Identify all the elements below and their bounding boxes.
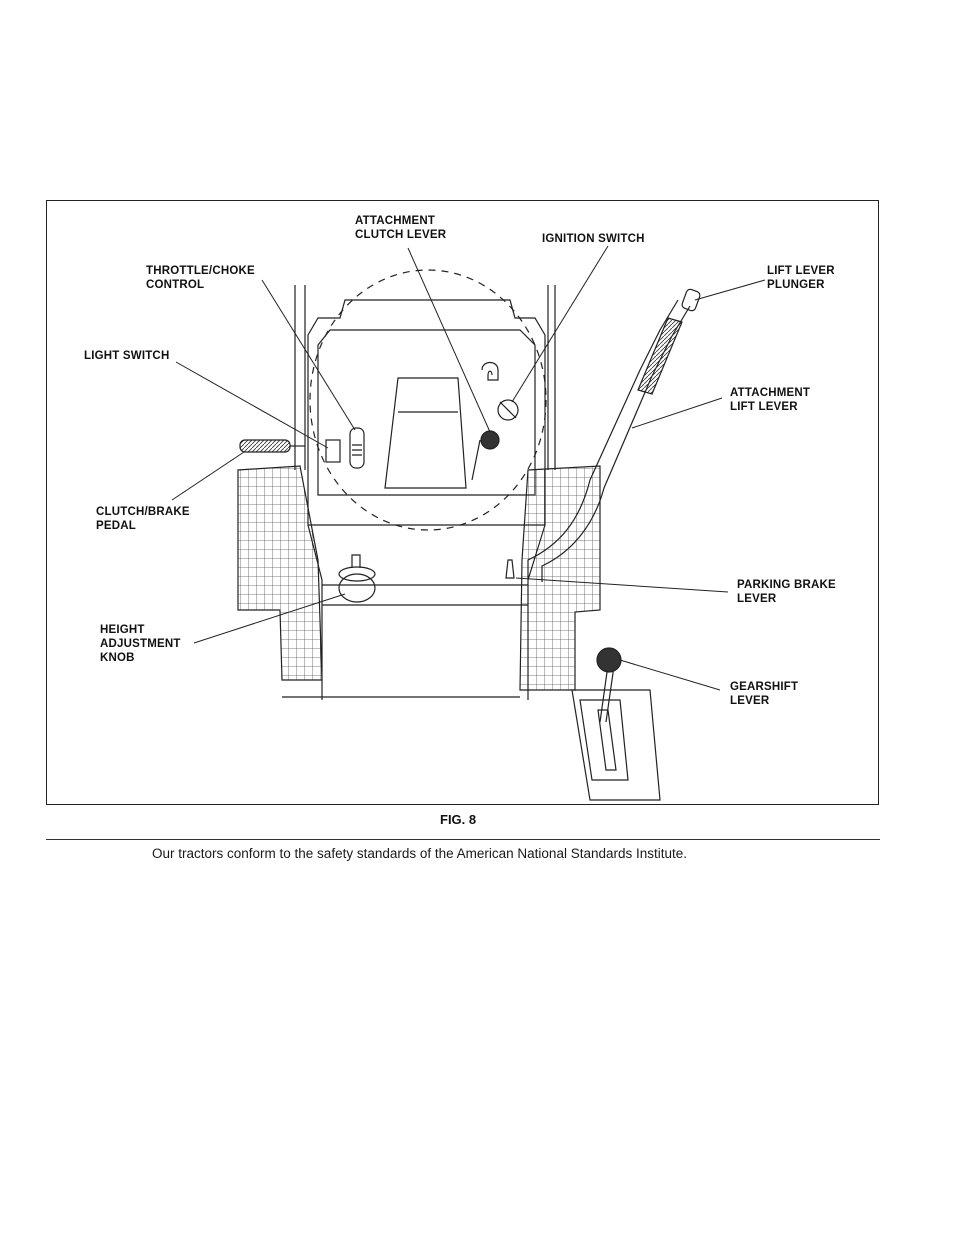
height-adjustment-knob-icon (339, 555, 375, 602)
dashboard-body (282, 285, 555, 700)
right-fender-grille (520, 466, 600, 690)
callout-gearshift-lever: GEARSHIFT LEVER (730, 680, 798, 708)
steering-column (385, 378, 466, 488)
left-fender-grille (238, 466, 322, 680)
callout-light-switch: LIGHT SWITCH (84, 349, 169, 363)
callout-attachment-clutch-lever: ATTACHMENT CLUTCH LEVER (355, 214, 446, 242)
callout-lift-lever-plunger: LIFT LEVER PLUNGER (767, 264, 835, 292)
figure-caption: FIG. 8 (440, 812, 476, 827)
gearshift-lever-icon (572, 648, 660, 800)
light-switch-control (326, 440, 340, 462)
throttle-choke-control-icon (350, 428, 364, 468)
safety-standards-note: Our tractors conform to the safety stand… (152, 846, 687, 861)
callout-attachment-lift-lever: ATTACHMENT LIFT LEVER (730, 386, 810, 414)
divider-rule (46, 839, 880, 840)
callout-ignition-switch: IGNITION SWITCH (542, 232, 645, 246)
parking-brake-lever-icon (506, 560, 514, 578)
ignition-switch-icon (498, 400, 518, 420)
callout-throttle-choke-control: THROTTLE/CHOKE CONTROL (146, 264, 255, 292)
callout-parking-brake-lever: PARKING BRAKE LEVER (737, 578, 836, 606)
callout-clutch-brake-pedal: CLUTCH/BRAKE PEDAL (96, 505, 190, 533)
callout-height-adjustment-knob: HEIGHT ADJUSTMENT KNOB (100, 623, 181, 665)
